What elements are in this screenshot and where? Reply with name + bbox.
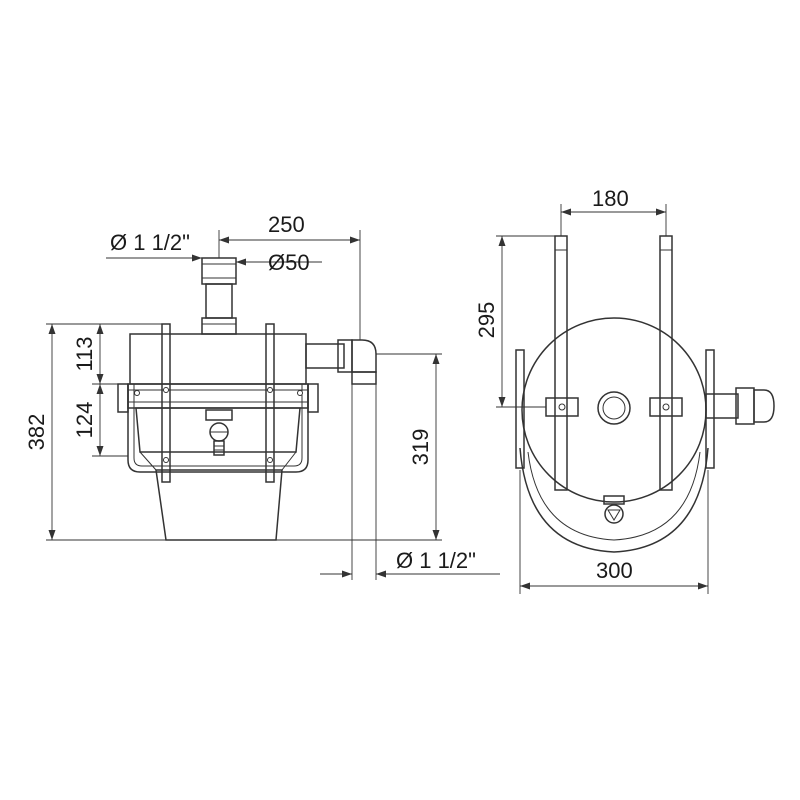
housing-upper bbox=[129, 333, 307, 385]
stirrup-bracket bbox=[127, 384, 309, 473]
top-pipe-cap bbox=[201, 257, 237, 285]
lamp-body-circle bbox=[521, 317, 707, 503]
side-clamp-right bbox=[307, 383, 319, 413]
bolt bbox=[267, 387, 273, 393]
front-tilt-knob-plate bbox=[603, 495, 625, 505]
top-pipe-body bbox=[205, 283, 233, 319]
center-pipe-outer bbox=[597, 391, 631, 425]
side-view-dimensions: 250 Ø 1 1/2" Ø50 113 124 382 bbox=[24, 212, 500, 580]
arm-clamp-right bbox=[649, 397, 683, 417]
arm-left bbox=[554, 235, 568, 491]
front-view bbox=[515, 235, 775, 553]
dim-250: 250 bbox=[268, 212, 305, 237]
front-stirrup bbox=[519, 447, 709, 553]
housing-band bbox=[127, 383, 309, 409]
bolt bbox=[297, 390, 303, 396]
elbow-pipe-horizontal bbox=[305, 343, 345, 369]
reflector-cone bbox=[155, 469, 283, 541]
outlet-cap bbox=[753, 389, 775, 423]
strap-right bbox=[265, 323, 275, 483]
elbow-pipe-outlet bbox=[351, 371, 377, 385]
strap-left bbox=[161, 323, 171, 483]
tilt-knob-plate bbox=[205, 409, 233, 421]
dim-124: 124 bbox=[72, 402, 97, 439]
dim-180: 180 bbox=[592, 186, 629, 211]
front-view-dimensions: 180 295 300 bbox=[474, 186, 709, 594]
outlet-pipe bbox=[705, 393, 739, 419]
bracket-left bbox=[515, 349, 525, 469]
bolt bbox=[163, 387, 169, 393]
dim-319: 319 bbox=[408, 429, 433, 466]
side-clamp-left bbox=[117, 383, 129, 413]
front-tilt-knob bbox=[604, 504, 624, 524]
center-pipe-inner bbox=[602, 396, 626, 420]
dim-113: 113 bbox=[72, 336, 97, 371]
dim-295: 295 bbox=[474, 302, 499, 339]
side-view bbox=[117, 257, 377, 541]
arm-right bbox=[659, 235, 673, 491]
bolt bbox=[267, 457, 273, 463]
dim-pipe-bottom: Ø 1 1/2" bbox=[396, 548, 476, 573]
tilt-knob-stem bbox=[213, 440, 225, 456]
elbow-pipe-bend bbox=[351, 339, 377, 373]
top-pipe-base bbox=[201, 317, 237, 335]
housing-lower bbox=[135, 407, 301, 453]
bolt bbox=[134, 390, 140, 396]
dim-diameter-50: Ø50 bbox=[268, 250, 310, 275]
bolt bbox=[163, 457, 169, 463]
dim-382: 382 bbox=[24, 414, 49, 451]
dim-300: 300 bbox=[596, 558, 633, 583]
dim-pipe-top: Ø 1 1/2" bbox=[110, 230, 190, 255]
